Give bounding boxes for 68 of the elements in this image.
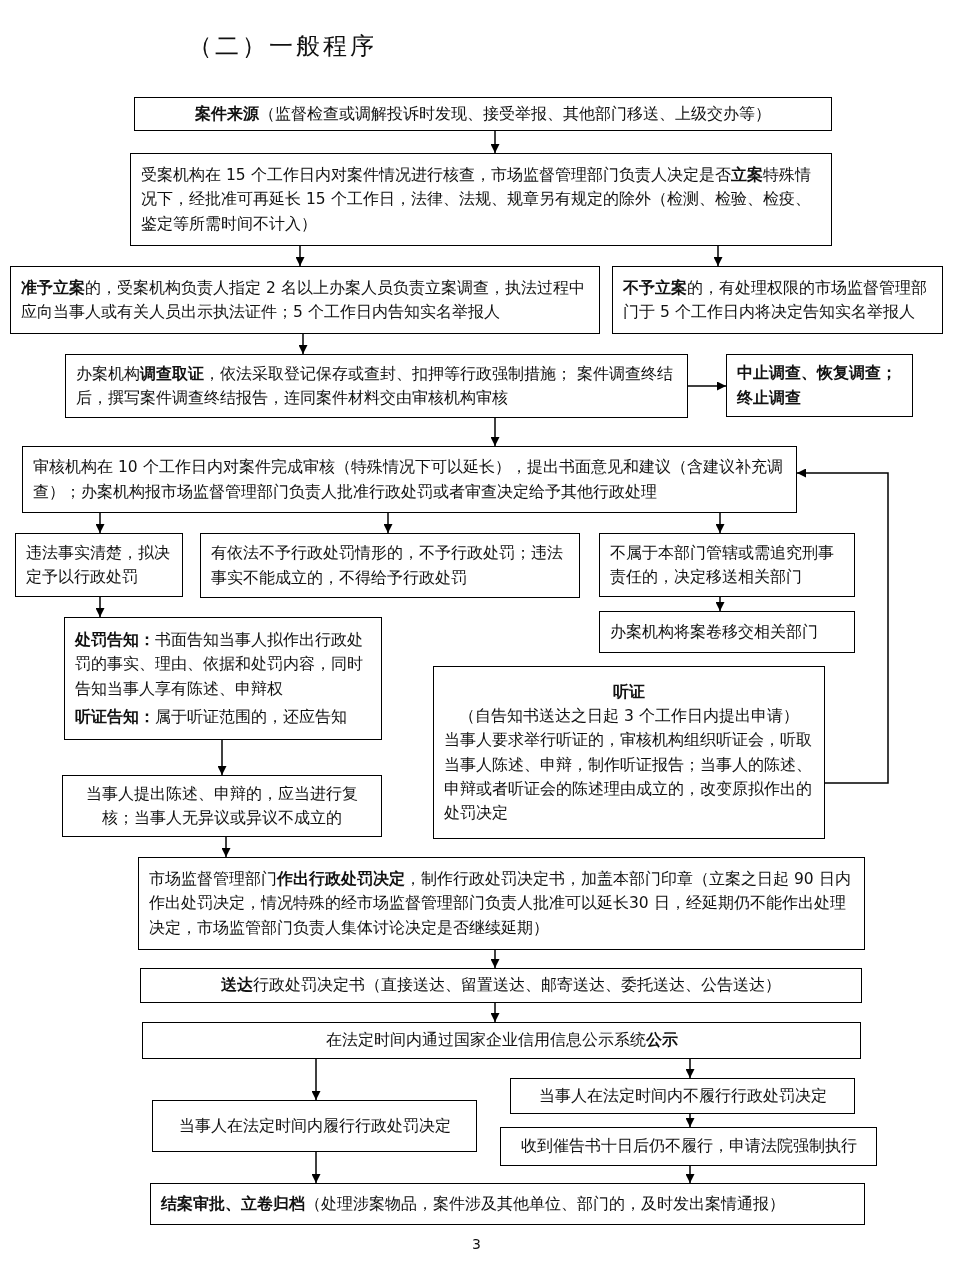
box-text: 办案机构调查取证，依法采取登记保存或查封、扣押等行政强制措施； 案件调查终结后，撰写案件调查终结报告，连同案件材料交由审核机构审核	[76, 364, 674, 409]
page-number: 3	[472, 1236, 481, 1252]
page-title: （二）一般程序	[188, 31, 377, 62]
arrow	[383, 512, 393, 534]
process-box	[152, 1100, 477, 1152]
arrow	[490, 130, 500, 154]
box-text: 案件来源（监督检查或调解投诉时发现、接受举报、其他部门移送、上级交办等）	[194, 104, 772, 125]
box-heading: 听证	[612, 682, 646, 704]
process-box	[433, 666, 825, 839]
process-box	[64, 617, 382, 740]
box-text: （自告知书送达之日起 3 个工作日内提出申请）	[458, 706, 800, 728]
box-text: 在法定时间内通过国家企业信用信息公示系统公示	[324, 1030, 679, 1052]
box-text: 有依法不予行政处罚情形的，不予行政处罚；违法事实不能成立的，不得给予行政处罚	[211, 543, 564, 589]
arrow	[217, 739, 227, 776]
process-box	[140, 968, 862, 1003]
process-box	[15, 533, 183, 597]
box-text: 结案审批、立卷归档（处理涉案物品，案件涉及其他单位、部门的，及时发出案情通报）	[161, 1194, 786, 1215]
process-box	[150, 1183, 865, 1225]
arrow	[298, 333, 308, 355]
box-text: 当事人在法定时间内履行行政处罚决定	[177, 1116, 452, 1137]
arrow	[685, 1165, 695, 1184]
process-box	[10, 266, 600, 334]
arrow	[311, 1151, 321, 1184]
arrow	[95, 596, 105, 618]
process-box	[142, 1022, 861, 1059]
process-box	[612, 266, 943, 334]
box-text: 审核机构在 10 个工作日内对案件完成审核（特殊情况下可以延长），提出书面意见和建议（含建议补充调查）；办案机构报市场监督管理部门负责人批准行政处罚或者审查决定给予其他行政处理	[33, 457, 784, 503]
arrow	[685, 1058, 695, 1079]
arrow	[311, 1058, 321, 1101]
box-text: 受案机构在 15 个工作日内对案件情况进行核查，市场监督管理部门负责人决定是否立案特殊情况下，经批准可再延长 15 个工作日，法律、法规、规章另有规定的除外（检测、检验、检疫、鉴定等所需时间不计入）	[141, 165, 812, 235]
box-text: 收到催告书十日后仍不履行，申请法院强制执行	[519, 1136, 858, 1158]
arrow	[95, 512, 105, 534]
process-box	[134, 97, 832, 131]
box-text: 当事人提出陈述、申辩的，应当进行复核；当事人无异议或异议不成立的	[85, 784, 359, 829]
box-text: 市场监督管理部门作出行政处罚决定，制作行政处罚决定书，加盖本部门印章（立案之日起 90 日内作出处罚决定，情况特殊的经市场监督管理部门负责人批准可以延长30 日，经延期仍不能作出处理决定，市场监管部门负责人集体讨论决定是否继续延期）	[149, 869, 852, 939]
box-text: 当事人在法定时间内不履行行政处罚决定	[537, 1086, 828, 1107]
arrow	[490, 1002, 500, 1023]
box-text: 违法事实清楚，拟决定予以行政处罚	[26, 543, 171, 588]
arrow	[715, 596, 725, 612]
arrow	[221, 836, 231, 858]
arrow	[295, 245, 305, 267]
process-box	[138, 857, 865, 950]
arrow	[490, 949, 500, 969]
process-box	[130, 153, 832, 246]
box-text: 准予立案的，受案机构负责人指定 2 名以上办案人员负责立案调查，执法过程中应向当事人或有关人员出示执法证件；5 个工作日内告知实名举报人	[21, 278, 586, 323]
arrow	[715, 512, 725, 534]
arrow	[685, 1113, 695, 1128]
box-text: 当事人要求举行听证的，审核机构组织听证会，听取当事人陈述、申辩，制作听证报告；当事人的陈述、申辩或者听证会的陈述理由成立的，改变原拟作出的处罚决定	[444, 730, 813, 824]
box-text: 不属于本部门管辖或需追究刑事责任的，决定移送相关部门	[610, 543, 835, 588]
arrow	[713, 245, 723, 267]
box-text: 中止调查、恢复调查；终止调查	[737, 363, 898, 409]
process-box	[200, 533, 580, 598]
process-box	[62, 775, 382, 837]
arrow	[490, 417, 500, 447]
box-text: 处罚告知：书面告知当事人拟作出行政处罚的事实、理由、依据和处罚内容，同时告知当事人享有陈述、申辩权	[75, 630, 364, 700]
box-text: 办案机构将案卷移交相关部门	[610, 622, 819, 643]
process-box	[22, 446, 797, 513]
process-box	[65, 354, 688, 418]
box-text: 不予立案的，有处理权限的市场监督管理部门于 5 个工作日内将决定告知实名举报人	[623, 278, 928, 323]
arrow	[687, 381, 727, 391]
process-box	[726, 354, 913, 417]
process-box	[510, 1078, 855, 1114]
process-box	[599, 533, 855, 597]
process-box	[599, 611, 855, 653]
arrow	[796, 468, 889, 784]
box-text: 送达行政处罚决定书（直接送达、留置送达、邮寄送达、委托送达、公告送达）	[220, 975, 782, 997]
process-box	[500, 1127, 877, 1166]
box-text: 听证告知：属于听证范围的，还应告知	[75, 706, 348, 728]
